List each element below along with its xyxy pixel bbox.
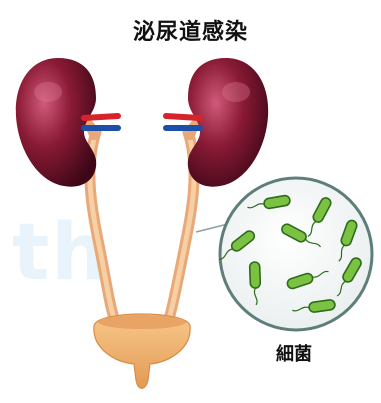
bacteria-label: 細菌 <box>276 340 312 366</box>
diagram-title: 泌尿道感染 <box>0 14 381 46</box>
right-kidney <box>188 58 268 187</box>
bladder <box>94 314 190 388</box>
left-kidney <box>16 58 96 187</box>
magnifier-circle <box>220 178 372 330</box>
